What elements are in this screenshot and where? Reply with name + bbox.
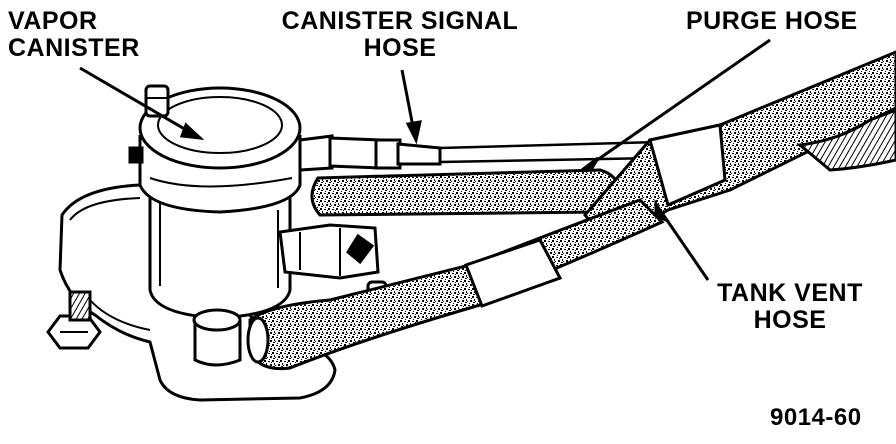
purge-valve-block	[278, 223, 380, 280]
main-hoses	[583, 50, 896, 247]
vapor-canister-label: VAPOR CANISTER	[8, 8, 140, 62]
mounting-nut	[46, 290, 102, 350]
tank-vent-hose-label-line2: HOSE	[753, 306, 827, 334]
tank-vent-hose	[246, 198, 665, 371]
vapor-canister-label-line1: VAPOR	[8, 7, 98, 35]
vapor-canister-leader	[79, 66, 201, 140]
purge-hose-label: PURGE HOSE	[686, 7, 858, 35]
canister-signal-hose-label-line2: HOSE	[363, 34, 437, 62]
outlet-stud	[192, 308, 242, 367]
tank-vent-hose-label-line1: TANK VENT	[717, 279, 863, 307]
purge-hose-leader	[589, 38, 771, 167]
canister-cap	[138, 86, 302, 214]
canister-signal-hose-label-line1: CANISTER SIGNAL	[281, 7, 519, 35]
tank-vent-hose-label: TANK VENT HOSE	[700, 280, 880, 334]
vapor-canister-label-line2: CANISTER	[8, 34, 140, 62]
leader-lines	[79, 38, 771, 281]
canister-signal-hose	[298, 134, 661, 172]
purge-hose	[310, 168, 622, 217]
canister-signal-hose-label: CANISTER SIGNAL HOSE	[268, 8, 532, 62]
figure-number: 9014-60	[770, 404, 862, 431]
signal-hose-leader	[400, 69, 416, 133]
